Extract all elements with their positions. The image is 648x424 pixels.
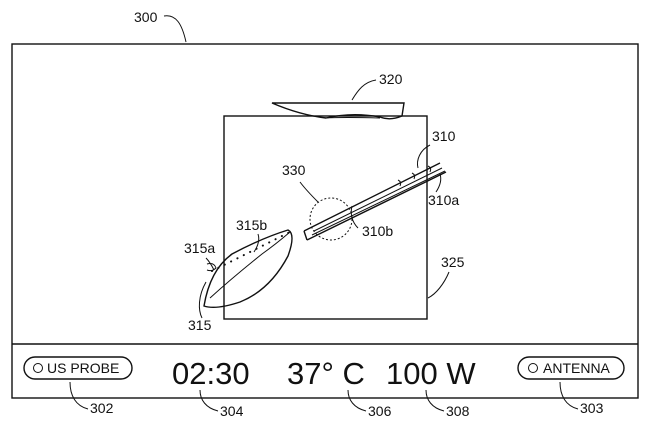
ref-label-needle-b: 310b — [362, 223, 393, 239]
ref-label-timer: 304 — [220, 403, 244, 419]
leader-needle-a — [435, 173, 442, 193]
antenna-indicator-icon — [528, 363, 538, 373]
ablation-needle — [303, 162, 447, 241]
us-probe-button[interactable]: US PROBE — [23, 356, 133, 380]
leader-probe-icon — [351, 79, 377, 101]
ref-label-needle-a: 310a — [428, 192, 459, 208]
power-readout: 100 W — [386, 356, 476, 391]
ref-label-probe-icon: 320 — [379, 71, 403, 87]
target-region-inner — [209, 231, 291, 299]
us-probe-button-label: US PROBE — [47, 360, 119, 376]
antenna-button[interactable]: ANTENNA — [517, 356, 625, 380]
ablation-timer: 02:30 — [172, 356, 250, 391]
ref-label-power: 308 — [446, 403, 470, 419]
us-probe-indicator-icon — [33, 363, 43, 373]
ref-label-target-b: 315b — [236, 217, 267, 233]
ref-label-antenna-button: 303 — [580, 400, 604, 416]
ref-label-target-a: 315a — [184, 240, 215, 256]
ref-label-us-probe-button: 302 — [90, 400, 114, 416]
leader-target — [198, 281, 207, 319]
ultrasound-image-window — [223, 115, 428, 320]
target-region — [203, 229, 293, 309]
leader-power — [425, 389, 445, 412]
leader-timer — [199, 389, 219, 412]
leader-antenna-button — [559, 381, 579, 410]
leader-zone — [299, 181, 319, 203]
leader-us-probe-button — [69, 381, 89, 410]
leader-temperature — [347, 389, 367, 412]
leader-needle — [417, 144, 431, 169]
ref-label-temperature: 306 — [368, 403, 392, 419]
antenna-button-label: ANTENNA — [543, 360, 611, 376]
ref-label-target: 315 — [188, 317, 212, 333]
temperature-readout: 37° C — [287, 356, 365, 391]
ref-label-needle: 310 — [432, 128, 456, 144]
leader-target-a — [205, 257, 215, 271]
ultrasound-probe-icon — [271, 102, 405, 120]
probe-icon-contour — [323, 117, 381, 119]
leader-target-b — [253, 233, 260, 253]
ref-label-zone: 330 — [282, 162, 306, 178]
leader-display — [163, 15, 187, 43]
ref-label-display: 300 — [134, 9, 158, 25]
leader-image-window — [427, 271, 450, 299]
ref-label-image-window: 325 — [441, 254, 465, 270]
ablation-zone-circle — [309, 197, 353, 241]
display-frame — [11, 43, 639, 399]
target-projection-dots — [211, 231, 291, 272]
